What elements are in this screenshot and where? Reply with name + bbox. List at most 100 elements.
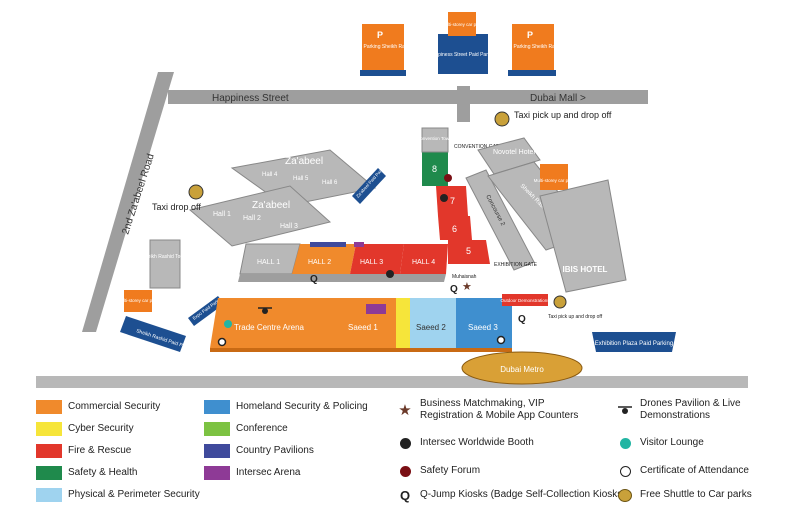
- red-dot-icon: [398, 464, 412, 478]
- q-kiosk-marker: Q: [310, 274, 318, 285]
- free-parking-right-sign: P Free Parking Sheikh Rashid: [502, 24, 564, 76]
- worldwide-booth-marker: [386, 270, 394, 278]
- paid-parking-center-sign: Multi-storey car park Happiness Street P…: [429, 12, 497, 74]
- legend: Commercial Security Cyber Security Fire …: [0, 390, 800, 532]
- svg-text:Free Parking Sheikh Rashid: Free Parking Sheikh Rashid: [502, 44, 564, 50]
- svg-text:Hall 1: Hall 1: [213, 211, 231, 218]
- commercial-security-swatch: [36, 400, 62, 414]
- legend-homeland-security: Homeland Security & Policing: [204, 400, 368, 414]
- visitor-lounge-marker: [224, 320, 232, 328]
- taxi-bottom-label: Taxi pick up and drop off: [548, 314, 603, 320]
- ibis-hotel: IBIS HOTEL: [539, 179, 627, 293]
- svg-text:Novotel Hotel: Novotel Hotel: [493, 149, 535, 156]
- svg-text:HALL 1: HALL 1: [257, 259, 280, 266]
- legend-drones: Drones Pavilion & Live Demonstrations: [618, 398, 758, 422]
- drone-icon: [618, 403, 632, 417]
- multi-storey-left-sign: Multi-storey car park: [118, 290, 160, 312]
- svg-text:Free Parking Sheikh Rashid: Free Parking Sheikh Rashid: [352, 44, 414, 50]
- taxi-bottom-icon: [553, 295, 567, 309]
- outdoor-demo-label: Outdoor Demonstrations: [500, 298, 550, 303]
- metro-track: [36, 376, 748, 388]
- taxi-left-label: Taxi drop off: [152, 202, 201, 212]
- safety-forum-marker: [444, 174, 452, 182]
- q-kiosk-marker: Q: [518, 314, 526, 325]
- happiness-street-label: Happiness Street: [212, 93, 289, 104]
- venue-map: Happiness Street Dubai Mall > 2nd Za'abe…: [36, 12, 748, 388]
- legend-country-pavilions: Country Pavilions: [204, 444, 314, 458]
- svg-text:Multi-storey car park: Multi-storey car park: [118, 298, 160, 303]
- hall-row: HALL 1 HALL 2 HALL 3 HALL 4: [238, 242, 448, 282]
- legend-q-jump: Q Q-Jump Kiosks (Badge Self-Collection K…: [399, 487, 626, 503]
- taxi-left-icon: [188, 184, 204, 200]
- conference-swatch: [204, 422, 230, 436]
- legend-shuttle: Free Shuttle to Car parks: [618, 488, 752, 502]
- free-parking-left-sign: P Free Parking Sheikh Rashid: [352, 24, 414, 76]
- zaabeel-road: [82, 72, 174, 332]
- teal-dot-icon: [618, 436, 632, 450]
- country-pavilions-swatch: [204, 444, 230, 458]
- exhibition-gate-label: EXHIBITION GATE: [494, 262, 538, 268]
- business-matchmaking-marker: ★: [462, 280, 472, 293]
- legend-commercial-security: Commercial Security: [36, 400, 160, 414]
- cyber-security-swatch: [36, 422, 62, 436]
- svg-text:6: 6: [452, 224, 457, 234]
- homeland-security-swatch: [204, 400, 230, 414]
- physical-perimeter-swatch: [36, 488, 62, 502]
- sheikh-rashid-tower: Sheikh Rashid Tower: [142, 239, 189, 289]
- svg-text:Happiness Street Paid Parking: Happiness Street Paid Parking: [429, 52, 497, 58]
- svg-text:5: 5: [466, 246, 471, 256]
- svg-text:Hall 3: Hall 3: [280, 223, 298, 230]
- svg-text:IBIS HOTEL: IBIS HOTEL: [563, 265, 608, 274]
- legend-conference: Conference: [204, 422, 288, 436]
- svg-text:8: 8: [432, 164, 437, 174]
- legend-fire-rescue: Fire & Rescue: [36, 444, 131, 458]
- legend-certificate: Certificate of Attendance: [618, 464, 749, 478]
- legend-intersec-arena: Intersec Arena: [204, 466, 300, 480]
- novotel-hotel: Novotel Hotel: [477, 137, 541, 175]
- svg-text:Sheikh Rashid Tower: Sheikh Rashid Tower: [142, 254, 189, 260]
- svg-text:Exhibition Plaza Paid Parking: Exhibition Plaza Paid Parking: [595, 341, 673, 347]
- svg-text:Za'abeel: Za'abeel: [285, 156, 323, 167]
- taxi-top-icon: [494, 111, 510, 127]
- svg-text:Multi-storey car park: Multi-storey car park: [442, 22, 484, 27]
- multi-storey-right-sign: Multi-storey car park: [534, 164, 576, 190]
- sheikh-rashid-paid-sign: Sheikh Rashid Paid Parking: [120, 316, 196, 353]
- svg-text:P: P: [527, 30, 533, 40]
- halls-5-8: 8 7 6 5 Convention Tower: [417, 127, 490, 264]
- svg-text:7: 7: [450, 196, 455, 206]
- outdoor-demo-sign: [502, 294, 548, 306]
- convention-gate-label: CONVENTION GATE: [454, 144, 503, 150]
- shuttle-icon: [618, 488, 632, 502]
- legend-cyber-security: Cyber Security: [36, 422, 134, 436]
- q-kiosk-marker: Q: [450, 284, 458, 295]
- muhaisnah-label: Muhaisnah: [452, 274, 477, 280]
- legend-worldwide-booth: Intersec Worldwide Booth: [398, 436, 534, 450]
- svg-text:HALL 4: HALL 4: [412, 259, 435, 266]
- dubai-mall-label: Dubai Mall >: [530, 93, 586, 104]
- svg-text:Saeed 3: Saeed 3: [468, 323, 498, 332]
- certificate-marker: [217, 337, 227, 347]
- legend-safety-health: Safety & Health: [36, 466, 137, 480]
- svg-text:Hall 6: Hall 6: [322, 180, 338, 186]
- svg-text:Saeed 2: Saeed 2: [416, 323, 446, 332]
- legend-business-matchmaking: ★ Business Matchmaking, VIP Registration…: [398, 398, 579, 421]
- zabeel-hall-bottom: Za'abeel Hall 1 Hall 2 Hall 3: [188, 185, 332, 247]
- svg-text:Saeed 1: Saeed 1: [348, 323, 378, 332]
- intersec-arena-swatch: [204, 466, 230, 480]
- safety-health-swatch: [36, 466, 62, 480]
- exhibition-plaza-sign: Exhibition Plaza Paid Parking: [592, 332, 676, 352]
- legend-safety-forum: Safety Forum: [398, 464, 480, 478]
- dubai-metro-label: Dubai Metro: [500, 365, 544, 374]
- concourse: [465, 169, 535, 271]
- legend-visitor-lounge: Visitor Lounge: [618, 436, 704, 450]
- fire-rescue-swatch: [36, 444, 62, 458]
- access-road: [457, 86, 470, 122]
- worldwide-booth-marker: [440, 194, 448, 202]
- svg-text:Za'abeel: Za'abeel: [252, 200, 290, 211]
- svg-text:Multi-storey car park: Multi-storey car park: [534, 178, 576, 183]
- star-icon: ★: [398, 402, 412, 419]
- drones-pavilion-marker: [258, 307, 272, 314]
- q-icon: Q: [399, 487, 411, 503]
- happiness-street-road: [168, 90, 648, 104]
- svg-text:P: P: [377, 30, 383, 40]
